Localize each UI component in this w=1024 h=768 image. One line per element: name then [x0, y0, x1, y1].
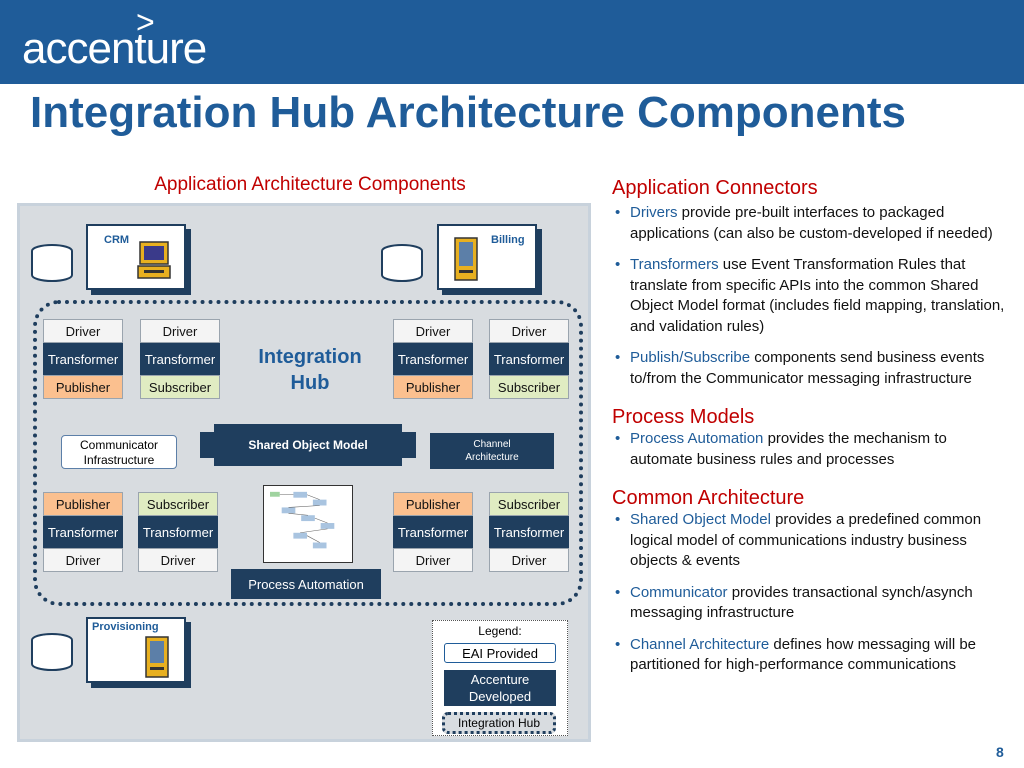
subscriber-cell: Subscriber — [489, 375, 569, 399]
integration-hub-boundary — [33, 300, 583, 606]
publisher-cell: Publisher — [393, 375, 473, 399]
transformer-cell: Transformer — [43, 343, 123, 375]
server-icon — [454, 237, 478, 281]
bullet-item: •Communicator provides transactional syn… — [615, 583, 973, 622]
crm-system-box: CRM — [86, 224, 186, 290]
billing-system-box: Billing — [437, 224, 537, 290]
driver-cell: Driver — [43, 319, 123, 343]
driver-cell: Driver — [489, 548, 569, 572]
crm-label: CRM — [104, 234, 130, 246]
billing-database-icon — [381, 244, 423, 282]
publisher-cell: Publisher — [393, 492, 473, 516]
server-icon — [145, 636, 169, 678]
bullet-item: •Shared Object Model provides a predefin… — [615, 511, 982, 569]
driver-cell: Driver — [43, 548, 123, 572]
page-title: Integration Hub Architecture Components — [30, 88, 906, 137]
billing-label: Billing — [491, 234, 525, 246]
top-stack-1: Driver Transformer Publisher — [43, 319, 123, 399]
bullet-item: •Transformers use Event Transformation R… — [615, 256, 1005, 335]
legend-integration-hub: Integration Hub — [442, 712, 556, 734]
driver-cell: Driver — [393, 548, 473, 572]
driver-cell: Driver — [138, 548, 218, 572]
transformer-cell: Transformer — [489, 516, 569, 548]
section-heading: Process Models — [612, 406, 755, 428]
computer-icon — [137, 241, 171, 279]
top-stack-4: Driver Transformer Subscriber — [489, 319, 569, 399]
top-stack-2: Driver Transformer Subscriber — [140, 319, 220, 399]
transformer-cell: Transformer — [140, 343, 220, 375]
bottom-stack-3: Publisher Transformer Driver — [393, 492, 473, 572]
section-heading: Application Connectors — [612, 177, 818, 199]
bullet-item: •Channel Architecture defines how messag… — [615, 635, 977, 674]
publisher-cell: Publisher — [43, 375, 123, 399]
driver-cell: Driver — [489, 319, 569, 343]
crm-database-icon — [31, 244, 73, 282]
channel-architecture-box: Channel Architecture — [430, 433, 554, 469]
driver-cell: Driver — [140, 319, 220, 343]
shared-object-model-label: Shared Object Model — [248, 438, 368, 452]
integration-hub-label: Integration Hub — [258, 346, 362, 394]
header-bar — [0, 0, 1024, 84]
logo-mark: > — [136, 4, 155, 40]
process-flow-thumbnail — [263, 485, 353, 563]
legend-title: Legend: — [478, 624, 522, 638]
bottom-stack-1: Publisher Transformer Driver — [43, 492, 123, 572]
description-column: Application Connectors •Drivers provide … — [612, 176, 1012, 676]
communicator-infrastructure-box: Communicator Infrastructure — [61, 435, 177, 469]
provisioning-system-box: Provisioning — [86, 617, 186, 683]
transformer-cell: Transformer — [393, 516, 473, 548]
bullet-item: •Drivers provide pre-built interfaces to… — [615, 204, 993, 242]
bullet-item: •Publish/Subscribe components send busin… — [615, 349, 985, 387]
legend-eai-provided: EAI Provided — [444, 643, 556, 663]
process-automation-box: Process Automation — [231, 569, 381, 599]
shared-object-model-shape — [200, 424, 416, 466]
transformer-cell: Transformer — [43, 516, 123, 548]
company-logo: accenture — [22, 24, 207, 73]
page-number: 8 — [996, 744, 1004, 760]
publisher-cell: Publisher — [43, 492, 123, 516]
subscriber-cell: Subscriber — [489, 492, 569, 516]
transformer-cell: Transformer — [138, 516, 218, 548]
bottom-stack-2: Subscriber Transformer Driver — [138, 492, 218, 572]
bullet-item: •Process Automation provides the mechani… — [615, 430, 947, 468]
diagram-title: Application Architecture Components — [154, 174, 466, 195]
bottom-stack-4: Subscriber Transformer Driver — [489, 492, 569, 572]
transformer-cell: Transformer — [489, 343, 569, 375]
driver-cell: Driver — [393, 319, 473, 343]
subscriber-cell: Subscriber — [140, 375, 220, 399]
provisioning-database-icon — [31, 633, 73, 671]
subscriber-cell: Subscriber — [138, 492, 218, 516]
provisioning-label: Provisioning — [92, 621, 159, 633]
legend-accenture-developed: Accenture Developed — [444, 670, 556, 706]
top-stack-3: Driver Transformer Publisher — [393, 319, 473, 399]
transformer-cell: Transformer — [393, 343, 473, 375]
section-heading: Common Architecture — [612, 487, 805, 509]
